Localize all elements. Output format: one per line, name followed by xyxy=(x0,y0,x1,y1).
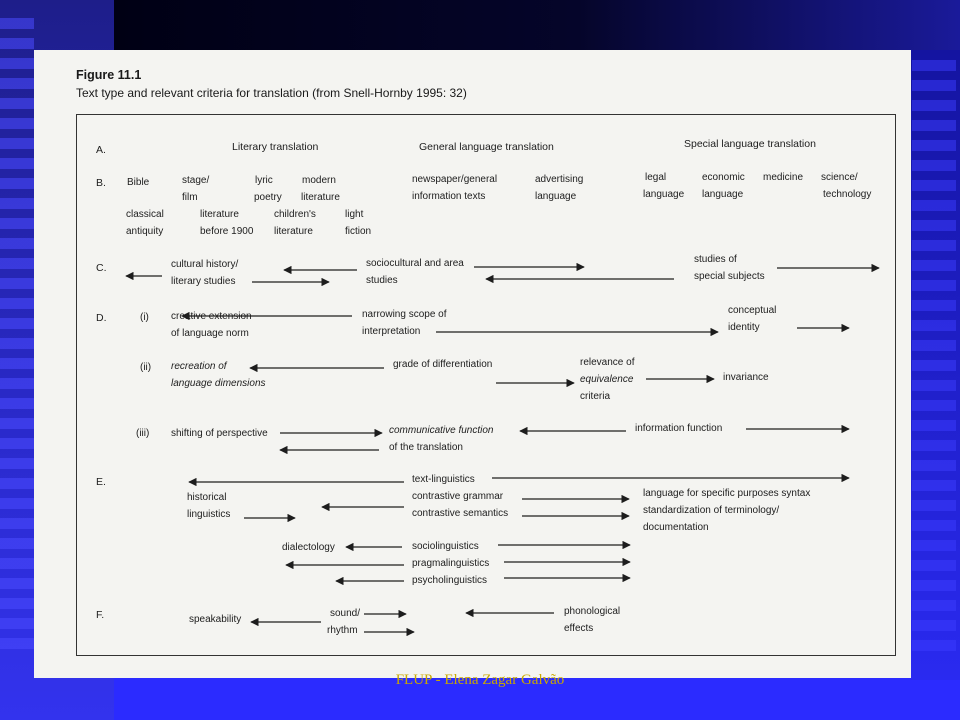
text-narrowing-1: narrowing scope of xyxy=(362,309,447,320)
text-conceptual-2: identity xyxy=(728,322,760,333)
slide-footer: FLUP - Elena Zagar Galvão xyxy=(395,672,565,688)
text-sound-1: sound/ xyxy=(330,608,361,619)
figure-frame xyxy=(76,114,896,656)
text-cultural-2: literary studies xyxy=(171,276,236,287)
text-phonological-2: effects xyxy=(564,623,594,634)
text-textlinguistics: text-linguistics xyxy=(412,474,475,485)
text-light-2: fiction xyxy=(345,226,372,237)
text-science-2: technology xyxy=(823,189,872,200)
text-relevance-2: equivalence xyxy=(580,374,634,385)
text-sociocultural-2: studies xyxy=(366,275,398,286)
text-science-1: science/ xyxy=(821,172,858,183)
text-relevance-3: criteria xyxy=(580,391,611,402)
text-children-1: children's xyxy=(274,209,316,220)
text-conceptual-1: conceptual xyxy=(728,305,777,316)
text-sound-2: rhythm xyxy=(327,625,358,636)
text-historical-1: historical xyxy=(187,492,227,503)
text-recreation-2: language dimensions xyxy=(171,378,266,389)
text-newspaper-2: information texts xyxy=(412,191,486,202)
text-lit1900-2: before 1900 xyxy=(200,226,254,237)
slide-decoration-squares-right xyxy=(912,60,956,660)
text-contrastive-grammar: contrastive grammar xyxy=(412,491,504,502)
text-classical-2: antiquity xyxy=(126,226,164,237)
figure-title: Figure 11.1 xyxy=(76,68,142,82)
row-d-label: D. xyxy=(96,312,107,324)
text-modern-1: modern xyxy=(302,175,336,186)
text-bible: Bible xyxy=(127,177,150,188)
text-modern-2: literature xyxy=(301,192,340,203)
literary-translation-heading: Literary translation xyxy=(232,141,319,153)
text-communicative-2: of the translation xyxy=(389,442,463,453)
row-b-label: B. xyxy=(96,177,106,189)
row-c-label: C. xyxy=(96,262,107,274)
text-pragmalinguistics: pragmalinguistics xyxy=(412,558,490,569)
text-legal-1: legal xyxy=(645,172,667,183)
text-lsp-1: language for specific purposes syntax xyxy=(643,488,811,499)
text-advertising-1: advertising xyxy=(535,174,584,185)
text-sociocultural-1: sociocultural and area xyxy=(366,258,464,269)
arrows-layer xyxy=(125,262,880,637)
text-children-2: literature xyxy=(274,226,313,237)
text-relevance-1: relevance of xyxy=(580,357,635,368)
text-sociolinguistics: sociolinguistics xyxy=(412,541,479,552)
text-phonological-1: phonological xyxy=(564,606,621,617)
text-psycholinguistics: psycholinguistics xyxy=(412,575,488,586)
text-narrowing-2: interpretation xyxy=(362,326,421,337)
row-d-iii-label: (iii) xyxy=(136,428,150,439)
text-stage-2: film xyxy=(182,192,198,203)
text-light-1: light xyxy=(345,209,364,220)
row-d-i-label: (i) xyxy=(140,312,149,323)
slide-decoration-squares xyxy=(0,18,34,658)
text-legal-2: language xyxy=(643,189,685,200)
text-economic-1: economic xyxy=(702,172,745,183)
text-speakability: speakability xyxy=(189,614,242,625)
row-f-label: F. xyxy=(96,609,105,621)
text-creative-2: of language norm xyxy=(171,328,249,339)
text-historical-2: linguistics xyxy=(187,509,231,520)
general-translation-heading: General language translation xyxy=(419,141,554,153)
text-dialectology: dialectology xyxy=(282,542,335,553)
row-d-ii-label: (ii) xyxy=(140,362,152,373)
slide-background-top xyxy=(114,0,960,50)
special-translation-heading: Special language translation xyxy=(684,138,816,150)
text-invariance: invariance xyxy=(723,372,769,383)
figure-caption: Text type and relevant criteria for tran… xyxy=(76,86,467,100)
text-communicative-1: communicative function xyxy=(389,425,494,436)
scanned-figure-page: Figure 11.1 Text type and relevant crite… xyxy=(34,50,911,678)
text-special-subjects-2: special subjects xyxy=(694,271,765,282)
text-shifting: shifting of perspective xyxy=(171,428,268,439)
row-a-label: A. xyxy=(96,144,106,156)
text-lit1900-1: literature xyxy=(200,209,239,220)
text-classical-1: classical xyxy=(126,209,164,220)
text-economic-2: language xyxy=(702,189,744,200)
text-advertising-2: language xyxy=(535,191,577,202)
text-lsp-2: standardization of terminology/ xyxy=(643,505,780,516)
text-medicine: medicine xyxy=(763,172,804,183)
text-cultural-1: cultural history/ xyxy=(171,259,239,270)
row-e-label: E. xyxy=(96,476,106,488)
text-stage-1: stage/ xyxy=(182,175,210,186)
text-contrastive-semantics: contrastive semantics xyxy=(412,508,509,519)
text-newspaper-1: newspaper/general xyxy=(412,174,498,185)
text-lyric-2: poetry xyxy=(254,192,282,203)
text-information-function: information function xyxy=(635,423,723,434)
text-lsp-3: documentation xyxy=(643,522,709,533)
text-special-subjects-1: studies of xyxy=(694,254,737,265)
text-grade-differentiation: grade of differentiation xyxy=(393,359,493,370)
text-lyric-1: lyric xyxy=(255,175,273,186)
text-recreation-1: recreation of xyxy=(171,361,227,372)
